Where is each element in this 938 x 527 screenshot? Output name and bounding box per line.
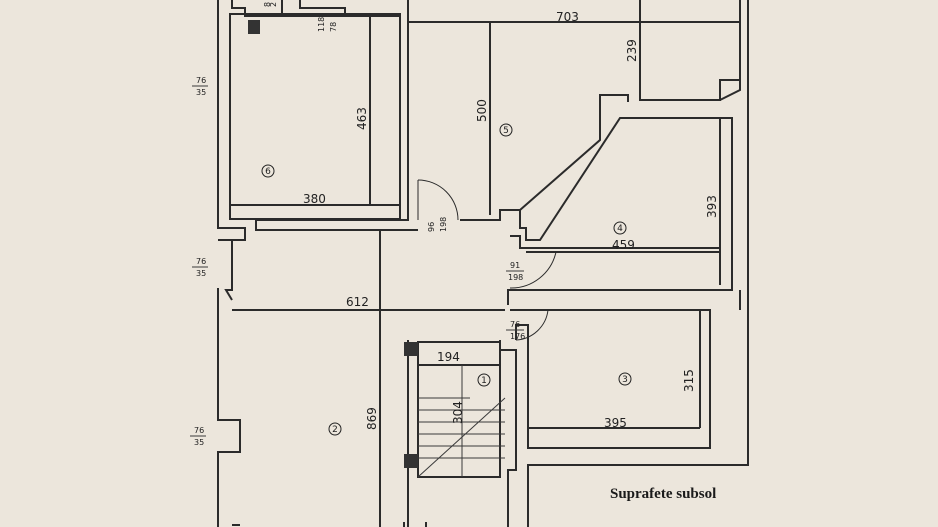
room1-width: 194 <box>437 350 460 364</box>
room3-width: 395 <box>604 416 627 430</box>
svg-text:76: 76 <box>510 320 520 329</box>
door-arc <box>515 309 549 341</box>
door-arc <box>417 179 459 221</box>
svg-text:198: 198 <box>439 217 448 232</box>
column-marker <box>404 454 418 468</box>
svg-text:118: 118 <box>317 17 326 32</box>
svg-text:78: 78 <box>329 22 338 32</box>
room5-height: 500 <box>475 99 489 122</box>
svg-text:35: 35 <box>196 88 206 97</box>
room-number-4: 4 <box>617 224 623 234</box>
svg-text:176: 176 <box>510 332 525 341</box>
svg-text:2: 2 <box>269 2 278 7</box>
room2-height: 869 <box>365 407 379 430</box>
room4-width: 459 <box>612 238 635 252</box>
svg-text:76: 76 <box>196 76 206 85</box>
room-number-5: 5 <box>503 126 509 136</box>
svg-text:35: 35 <box>194 438 204 447</box>
svg-text:76: 76 <box>194 426 204 435</box>
room3-height: 315 <box>682 369 696 392</box>
walls <box>217 0 749 527</box>
room-numbers: 1 2 3 4 5 6 <box>261 123 632 436</box>
plan-title: Suprafete subsol <box>610 486 716 502</box>
svg-text:198: 198 <box>508 273 523 282</box>
svg-text:8: 8 <box>263 2 272 7</box>
room6-width: 380 <box>303 192 326 206</box>
door-arc <box>509 251 557 289</box>
room-number-1: 1 <box>481 376 487 386</box>
room-number-6: 6 <box>265 167 271 177</box>
svg-text:76: 76 <box>196 257 206 266</box>
room1-height: 304 <box>451 401 465 424</box>
room5-extra: 239 <box>625 39 639 62</box>
dimension-labels: 703 239 500 463 380 393 459 612 194 315 … <box>303 10 719 430</box>
room-number-2: 2 <box>332 425 338 435</box>
opening-labels: 76 35 76 35 76 35 118 78 96 198 91 198 7… <box>190 2 525 447</box>
room-number-3: 3 <box>622 375 628 385</box>
room6-height: 463 <box>355 107 369 130</box>
svg-text:91: 91 <box>510 261 520 270</box>
column-marker <box>404 342 418 356</box>
room5-width: 703 <box>556 10 579 24</box>
svg-text:96: 96 <box>427 222 436 232</box>
room4-height: 393 <box>705 195 719 218</box>
room2-width: 612 <box>346 295 369 309</box>
column-marker <box>248 20 260 34</box>
svg-text:35: 35 <box>196 269 206 278</box>
